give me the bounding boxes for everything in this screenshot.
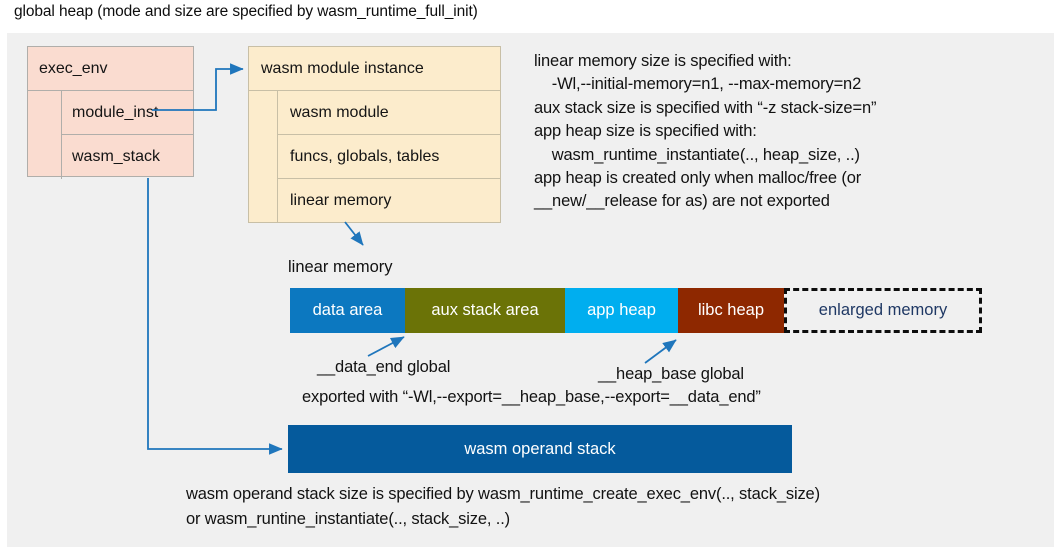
memory-segment-enlarged-memory: enlarged memory: [784, 288, 982, 333]
memory-segment-label: data area: [312, 301, 383, 319]
memory-segment-label: app heap: [587, 301, 656, 319]
page-title: global heap (mode and size are specified…: [14, 3, 478, 20]
wasm-module-instance-row-wasm-module: wasm module: [277, 91, 500, 135]
exec-env-header: exec_env: [28, 47, 193, 91]
exported-with-annotation: exported with “-Wl,--export=__heap_base,…: [302, 388, 761, 406]
wasm-module-instance-row-linear-memory: linear memory: [277, 179, 500, 223]
wasm-module-instance-row-label: wasm module: [290, 103, 389, 121]
memory-segment-app-heap: app heap: [565, 288, 678, 333]
exec-env-box: exec_env module_inst wasm_stack: [27, 46, 194, 179]
wasm-module-instance-row-label: linear memory: [290, 192, 392, 209]
exec-env-title: exec_env: [39, 59, 108, 77]
wasm-module-instance-header: wasm module instance: [249, 47, 500, 91]
data-end-global-annotation: __data_end global: [317, 358, 451, 376]
wasm-module-instance-row-label: funcs, globals, tables: [290, 147, 440, 165]
linear-memory-notes: linear memory size is specified with: -W…: [534, 52, 877, 211]
memory-segment-data-area: data area: [290, 288, 405, 333]
memory-segment-label: aux stack area: [431, 301, 539, 319]
memory-segment-label: enlarged memory: [818, 301, 948, 319]
wasm-module-instance-box: wasm module instance wasm module funcs, …: [248, 46, 501, 223]
memory-segment-label: libc heap: [697, 301, 765, 319]
exec-env-row-label: wasm_stack: [72, 148, 161, 165]
heap-base-global-annotation: __heap_base global: [598, 365, 744, 383]
operand-stack-notes: wasm operand stack size is specified by …: [186, 485, 820, 528]
memory-segment-libc-heap: libc heap: [678, 288, 784, 333]
linear-memory-bar: data area aux stack area app heap libc h…: [290, 288, 982, 333]
wasm-operand-stack-bar: wasm operand stack: [288, 425, 792, 473]
exec-env-row-wasm-stack: wasm_stack: [61, 135, 193, 179]
linear-memory-caption: linear memory: [288, 258, 393, 276]
wasm-operand-stack-label: wasm operand stack: [464, 439, 616, 458]
wasm-module-instance-title: wasm module instance: [261, 59, 424, 77]
wasm-module-instance-row-funcs-globals-tables: funcs, globals, tables: [277, 135, 500, 179]
memory-segment-aux-stack-area: aux stack area: [405, 288, 565, 333]
exec-env-row-label: module_inst: [72, 103, 159, 121]
exec-env-row-module-inst: module_inst: [61, 91, 193, 135]
